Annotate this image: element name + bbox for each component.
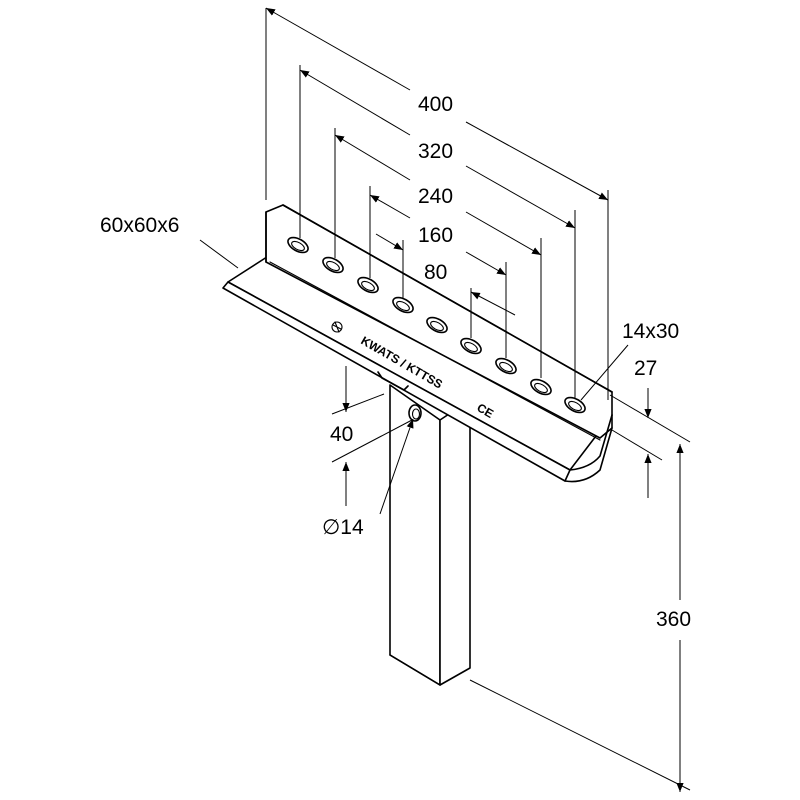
dim-400-label: 400 bbox=[418, 93, 453, 116]
slot-hole bbox=[392, 296, 414, 314]
slot-hole bbox=[530, 378, 552, 396]
slot-holes bbox=[287, 236, 586, 414]
dim-360-label: 360 bbox=[656, 608, 691, 631]
dim-27-label: 27 bbox=[634, 357, 657, 380]
slot-hole bbox=[287, 236, 309, 254]
slot-hole bbox=[322, 256, 344, 274]
dimension-160: 160 bbox=[369, 194, 507, 276]
dimension-40: 40 bbox=[330, 366, 413, 506]
hole-diameter-callout: ∅14 bbox=[322, 418, 414, 539]
dim-40-label: 40 bbox=[330, 423, 353, 446]
dimension-320: 320 bbox=[299, 69, 576, 229]
dim-160-label: 160 bbox=[418, 224, 453, 247]
slot-hole bbox=[357, 276, 379, 294]
dim-80-label: 80 bbox=[424, 261, 447, 284]
slot-size-label: 14x30 bbox=[622, 320, 679, 343]
vertical-post bbox=[389, 384, 471, 686]
dimension-240: 240 bbox=[334, 134, 542, 256]
profile-size-callout: 60x60x6 bbox=[100, 214, 239, 269]
slot-hole bbox=[564, 396, 586, 414]
extension-lines bbox=[265, 8, 609, 400]
angle-profile bbox=[222, 204, 613, 483]
slot-size-callout: 14x30 bbox=[580, 320, 679, 401]
slot-hole bbox=[460, 337, 482, 355]
dim-240-label: 240 bbox=[418, 185, 453, 208]
dimension-80: 80 bbox=[375, 233, 516, 316]
profile-size-label: 60x60x6 bbox=[100, 214, 179, 237]
bolt-hole bbox=[408, 404, 422, 422]
slot-hole bbox=[495, 357, 517, 375]
slot-hole bbox=[426, 316, 448, 334]
dim-320-label: 320 bbox=[418, 140, 453, 163]
dimension-360: 360 bbox=[469, 444, 691, 792]
dimension-27: 27 bbox=[609, 357, 691, 498]
dimension-400: 400 bbox=[265, 7, 609, 201]
hole-diameter-label: ∅14 bbox=[322, 516, 364, 539]
manufacturer-logo-icon bbox=[331, 321, 343, 333]
